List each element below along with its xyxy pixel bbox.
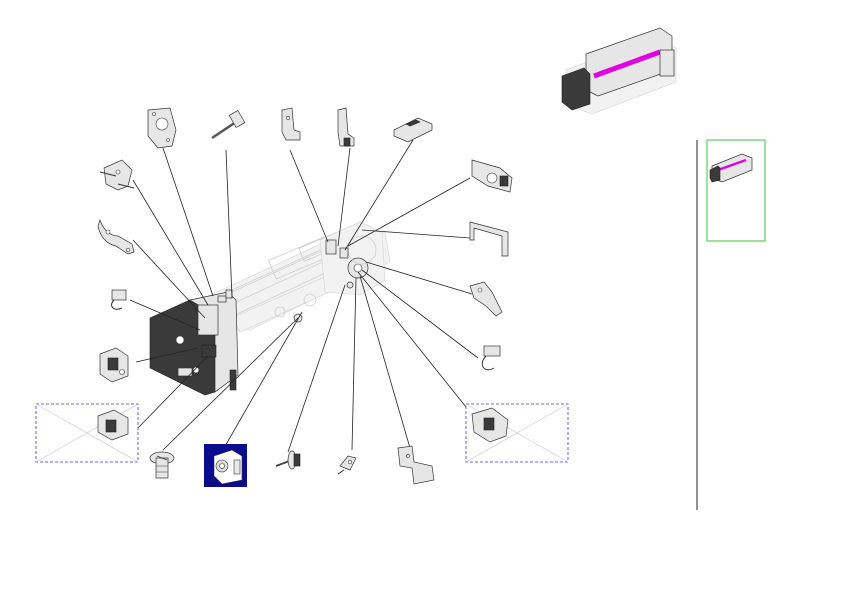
- screw-pin[interactable]: [211, 109, 246, 140]
- right-side-frame[interactable]: [471, 159, 513, 193]
- assembly-thumbnail[interactable]: [706, 139, 766, 242]
- shaft-gear[interactable]: [275, 450, 301, 470]
- clip-bracket[interactable]: [337, 107, 355, 147]
- right-arm-lever[interactable]: [469, 281, 503, 317]
- right-sensor-small[interactable]: [481, 345, 501, 371]
- bent-plate[interactable]: [397, 445, 435, 485]
- assembly-overview-image: [552, 6, 680, 134]
- angle-bracket[interactable]: [281, 107, 301, 141]
- small-lever[interactable]: [337, 455, 357, 475]
- main-assembly: [149, 221, 391, 396]
- left-sensor-small[interactable]: [111, 289, 127, 310]
- leader-lines: [129, 139, 479, 453]
- left-mechanism-plate[interactable]: [99, 159, 135, 191]
- right-connector-module[interactable]: [465, 403, 569, 463]
- left-sensor-unit[interactable]: [99, 347, 129, 383]
- u-bracket[interactable]: [469, 221, 509, 257]
- side-plate-top[interactable]: [147, 107, 177, 149]
- left-connector-module[interactable]: [35, 403, 139, 463]
- left-arm-lever[interactable]: [97, 218, 135, 255]
- slide-block[interactable]: [393, 117, 433, 143]
- flat-screw[interactable]: [149, 451, 175, 479]
- coupling-bracket[interactable]: [204, 444, 247, 487]
